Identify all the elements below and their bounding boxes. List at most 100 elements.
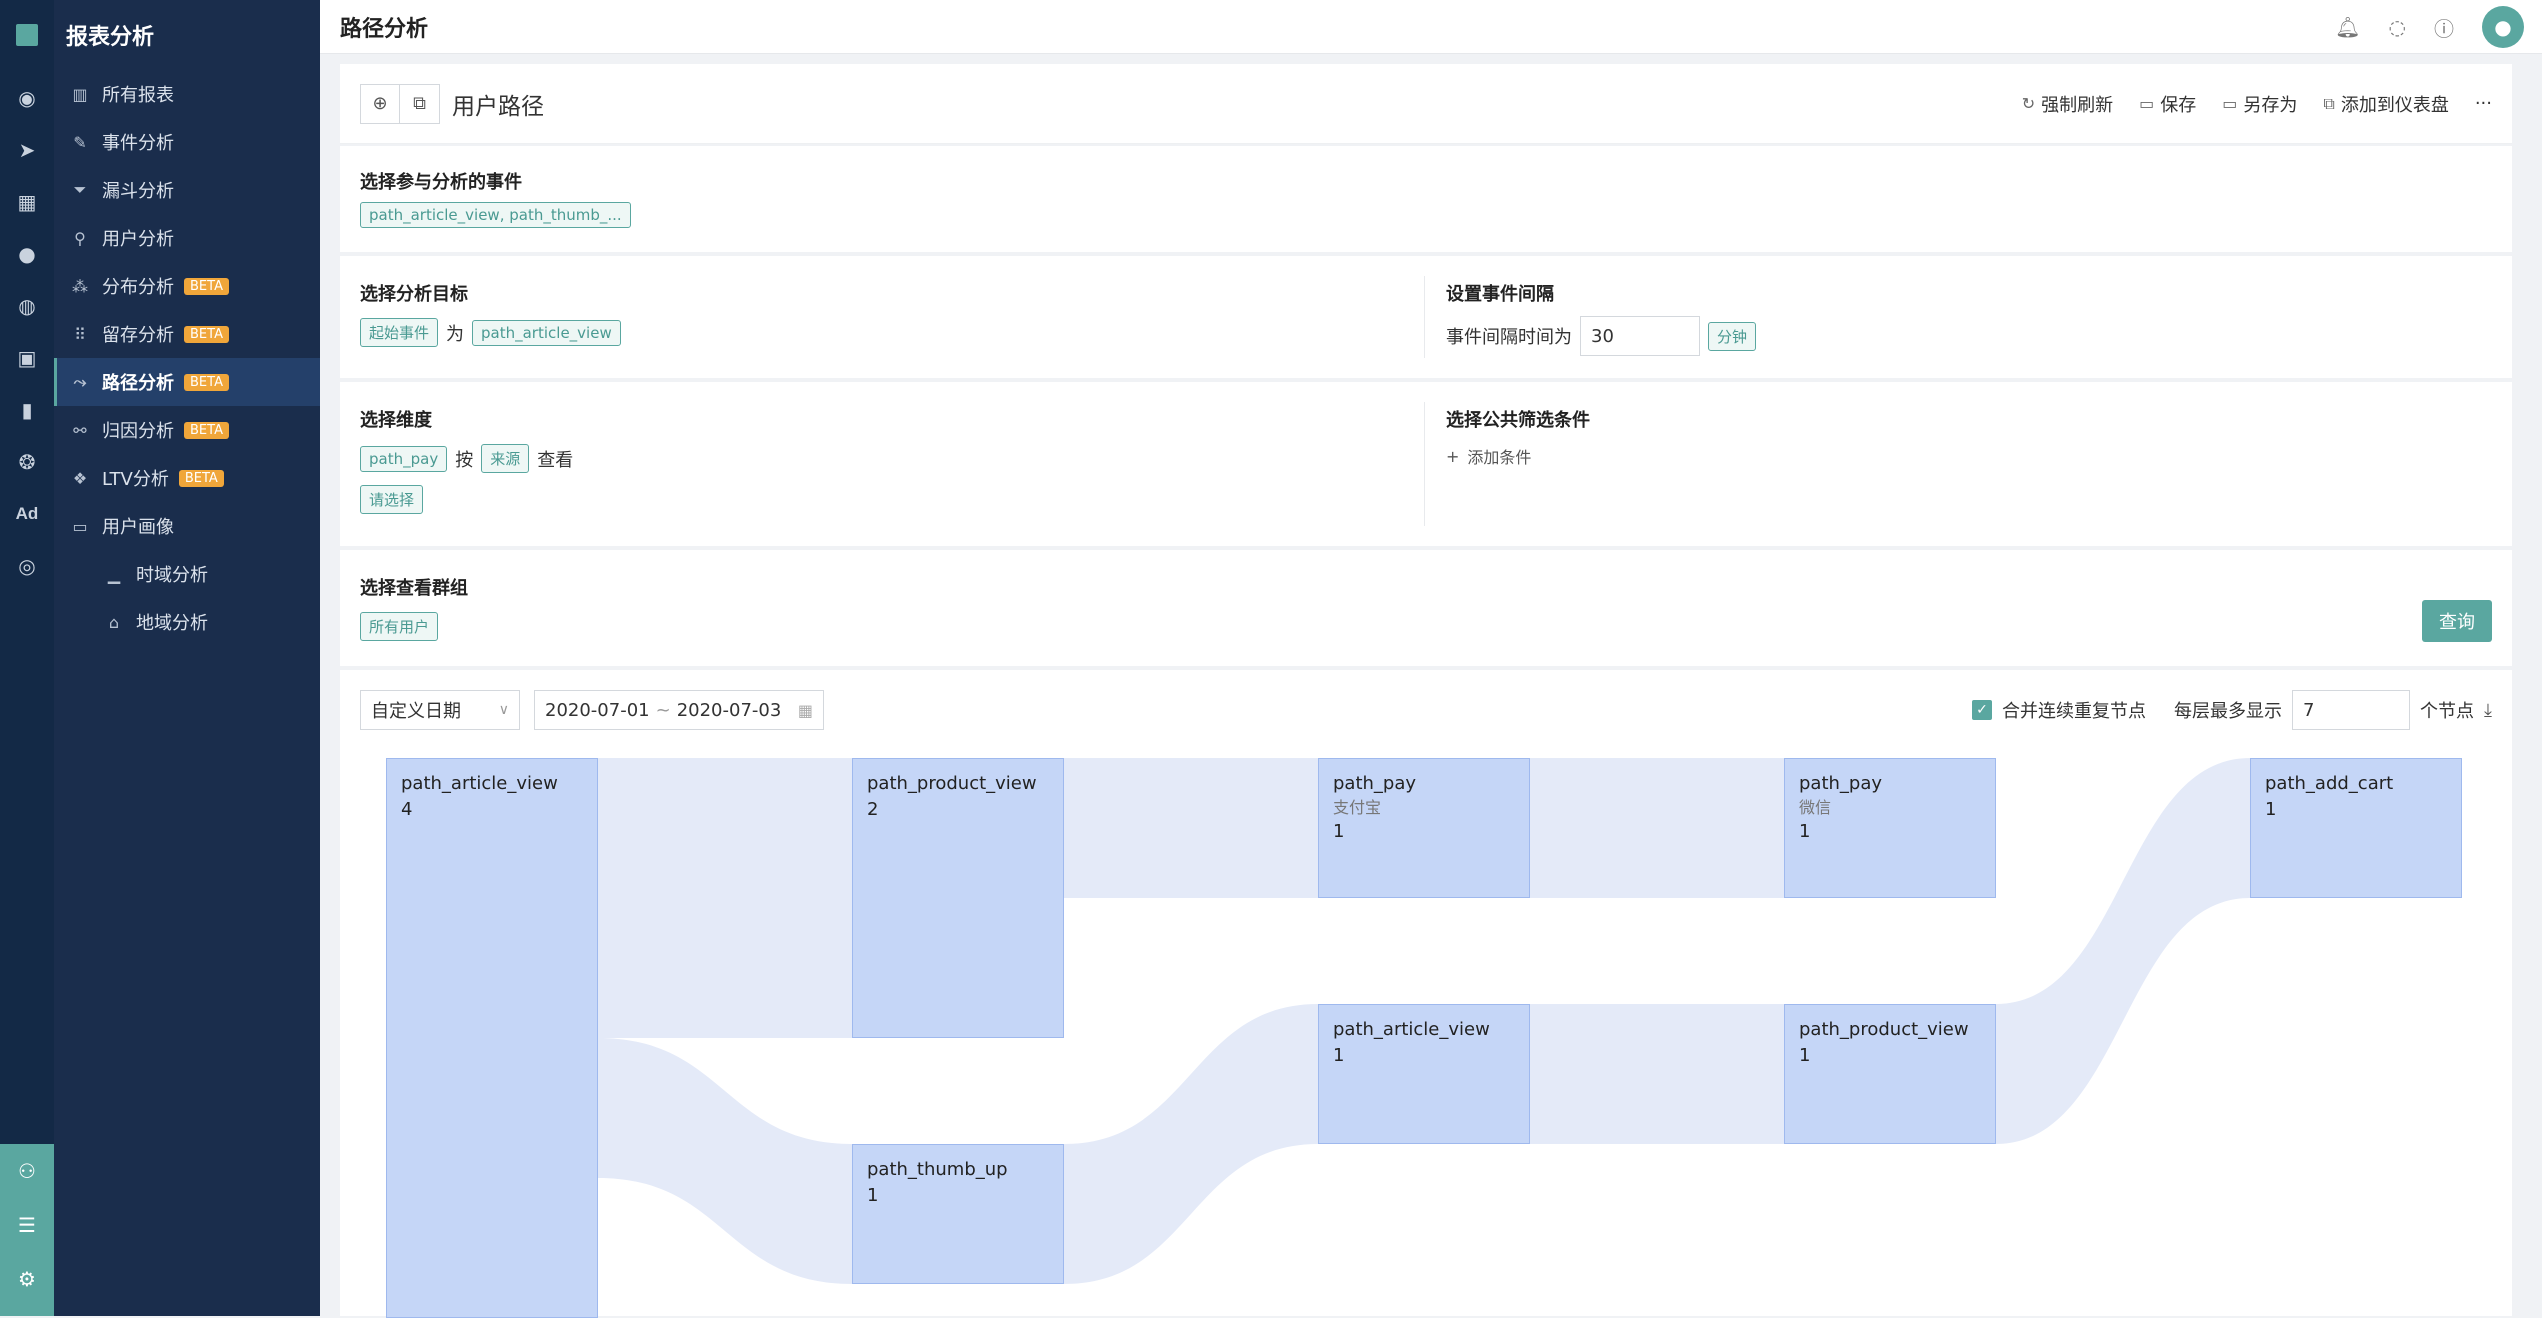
- sidebar-item-label: 事件分析: [102, 133, 174, 154]
- interval-input[interactable]: 30: [1580, 316, 1700, 356]
- chart-icon[interactable]: ▮: [21, 398, 33, 422]
- query-button[interactable]: 查询: [2422, 600, 2492, 642]
- dimension-section: 选择维度 path_pay 按 来源 查看 请选择 选择公共筛选条件 + 添加条…: [340, 382, 2512, 546]
- events-tag[interactable]: path_article_view, path_thumb_...: [360, 202, 631, 228]
- sidebar-item-label: 所有报表: [102, 85, 174, 106]
- sidebar-title: 报表分析: [66, 25, 155, 50]
- sidebar-item-10[interactable]: ▭用户画像: [54, 502, 320, 550]
- chat-icon[interactable]: ◌: [2388, 15, 2406, 39]
- sidebar-item-3[interactable]: ⏷漏斗分析: [54, 166, 320, 214]
- users-icon[interactable]: ◍: [18, 294, 36, 318]
- date-range-picker[interactable]: 2020-07-01 ~ 2020-07-03 ▦: [534, 690, 824, 730]
- page-title: 路径分析: [340, 16, 429, 42]
- save-icon: ▭: [2139, 94, 2155, 113]
- merge-label: 合并连续重复节点: [2002, 701, 2147, 722]
- section-divider: [1424, 276, 1425, 358]
- sankey-links: [598, 758, 2250, 1284]
- save-as-button[interactable]: ▭另存为: [2222, 94, 2298, 116]
- sidebar-item-1[interactable]: ▥所有报表: [54, 70, 320, 118]
- chart-panel: 自定义日期 ∨ 2020-07-01 ~ 2020-07-03 ▦ ✓ 合并连续…: [340, 670, 2512, 1318]
- interval-title: 设置事件间隔: [1446, 284, 1554, 305]
- sidebar-item-2[interactable]: ✎事件分析: [54, 118, 320, 166]
- region-icon: ⌂: [108, 612, 120, 632]
- person-icon[interactable]: ●: [18, 242, 36, 266]
- avatar[interactable]: ●: [2482, 6, 2524, 48]
- sidebar-item-label: 路径分析: [102, 373, 174, 394]
- network-icon[interactable]: ⚇: [18, 1159, 36, 1183]
- plus-circle-icon: ⊕: [372, 93, 388, 114]
- group-tag[interactable]: 所有用户: [360, 612, 439, 641]
- add-analysis-button[interactable]: ⊕: [360, 83, 400, 124]
- settings-icon[interactable]: ⚙: [18, 1267, 36, 1291]
- beta-badge: BETA: [184, 325, 229, 343]
- view-text: 查看: [537, 449, 574, 471]
- date-mode-select[interactable]: 自定义日期 ∨: [360, 690, 520, 730]
- save-as-icon: ▭: [2222, 94, 2238, 113]
- merge-checkbox[interactable]: ✓: [1972, 700, 1993, 720]
- interval-unit-tag[interactable]: 分钟: [1708, 321, 1757, 351]
- group-section: 选择查看群组 所有用户 查询: [340, 550, 2512, 666]
- node-name: path_pay: [1333, 773, 1417, 794]
- refresh-button[interactable]: ↻强制刷新: [2021, 94, 2114, 116]
- node-value: 1: [2265, 799, 2277, 820]
- dashboard-icon[interactable]: ◉: [18, 86, 36, 110]
- folder-icon: ▭: [72, 516, 88, 536]
- beta-badge: BETA: [184, 277, 229, 295]
- beta-badge: BETA: [184, 373, 229, 391]
- dimension-event-tag[interactable]: path_pay: [360, 445, 448, 472]
- wechat-icon[interactable]: ❂: [18, 450, 36, 474]
- add-to-dashboard-button[interactable]: ⧉添加到仪表盘: [2323, 93, 2449, 116]
- sidebar-item-12[interactable]: ⌂ 地域分析: [54, 598, 320, 646]
- bookmark-icon[interactable]: ▣: [17, 346, 37, 370]
- node-name: path_thumb_up: [867, 1159, 1008, 1180]
- send-icon[interactable]: ➤: [18, 138, 36, 162]
- ad-icon[interactable]: Ad: [15, 504, 39, 523]
- add-filter-button[interactable]: + 添加条件: [1446, 446, 1532, 468]
- node-name: path_product_view: [867, 773, 1037, 794]
- attribution-icon: ⚯: [73, 420, 87, 440]
- chevron-down-icon: ∨: [498, 702, 509, 718]
- server-icon[interactable]: ☰: [18, 1213, 36, 1237]
- add-dashboard-icon: ⧉: [2323, 93, 2335, 113]
- more-button[interactable]: ···: [2474, 93, 2492, 114]
- node-sub: 支付宝: [1333, 798, 1382, 817]
- select-dimension-tag[interactable]: 请选择: [360, 485, 424, 514]
- node-sub: 微信: [1799, 798, 1832, 817]
- filter-title: 选择公共筛选条件: [1446, 410, 1590, 431]
- download-icon[interactable]: ⤓: [2484, 699, 2492, 721]
- sidebar-item-4[interactable]: ⚲用户分析: [54, 214, 320, 262]
- funnel-icon: ⏷: [73, 180, 87, 199]
- target-event-tag[interactable]: path_article_view: [472, 319, 621, 346]
- target-icon[interactable]: ◎: [18, 554, 36, 578]
- save-button[interactable]: ▭保存: [2139, 94, 2197, 116]
- max-nodes-input[interactable]: 7: [2292, 690, 2411, 730]
- table-icon[interactable]: ▦: [17, 190, 37, 214]
- beta-badge: BETA: [184, 421, 229, 439]
- section-divider: [1424, 402, 1425, 526]
- rail-bottom: ⚇ ☰ ⚙: [0, 1144, 54, 1316]
- help-icon[interactable]: ⓘ: [2434, 16, 2454, 41]
- as-text: 为: [446, 323, 465, 345]
- dimension-title: 选择维度: [360, 410, 432, 431]
- sidebar-item-label: 地域分析: [136, 613, 208, 634]
- copy-analysis-button[interactable]: ⧉: [400, 83, 440, 124]
- start-event-tag[interactable]: 起始事件: [360, 318, 439, 347]
- line-chart-icon: ▁: [107, 564, 121, 584]
- sidebar-item-11[interactable]: ▁时域分析: [54, 550, 320, 598]
- source-tag[interactable]: 来源: [481, 444, 530, 473]
- bell-icon[interactable]: 🔔︎: [2335, 15, 2361, 39]
